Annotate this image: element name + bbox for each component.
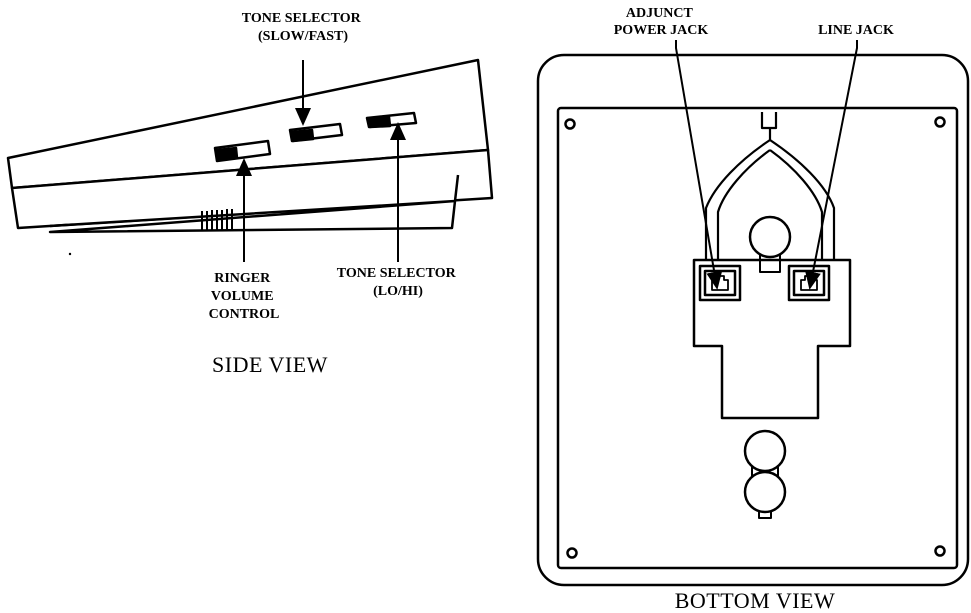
side-view-drawing xyxy=(6,58,494,234)
cord-channels xyxy=(704,112,836,260)
label-tone-selector-lo-hi: TONE SELECTOR (LO/HI) xyxy=(337,266,459,299)
label-ringer-volume-control: RINGER VOLUME CONTROL xyxy=(209,271,280,322)
caption-side-view: SIDE VIEW xyxy=(212,352,328,377)
case-outer xyxy=(536,53,970,587)
arrow-line-jack xyxy=(805,40,858,290)
caption-bottom-view: BOTTOM VIEW xyxy=(675,588,836,613)
screw-bottom-right xyxy=(934,545,946,557)
phone-base xyxy=(48,174,460,234)
screw-bottom-left xyxy=(566,547,578,559)
ringer-volume-switch xyxy=(213,139,272,163)
jack-recess xyxy=(692,258,852,420)
label-tone-selector-slow-fast: TONE SELECTOR (SLOW/FAST) xyxy=(242,11,364,44)
phone-housing-band xyxy=(10,148,494,230)
screw-top-right xyxy=(934,116,946,128)
case-inner-plate xyxy=(556,106,959,570)
recess-upper xyxy=(748,215,792,259)
tone-selector-slow-fast-switch xyxy=(288,122,344,143)
arrow-adjunct-power-jack xyxy=(675,40,723,290)
label-line-jack: LINE JACK xyxy=(818,23,894,38)
bottom-view-arrows xyxy=(675,40,858,290)
side-view-arrows xyxy=(236,60,406,262)
screw-top-left xyxy=(564,118,576,130)
vent-slots xyxy=(201,209,233,230)
label-adjunct-power-jack: ADJUNCT POWER JACK xyxy=(614,6,709,38)
bottom-view-drawing xyxy=(536,53,970,587)
foot-lower xyxy=(743,470,787,514)
